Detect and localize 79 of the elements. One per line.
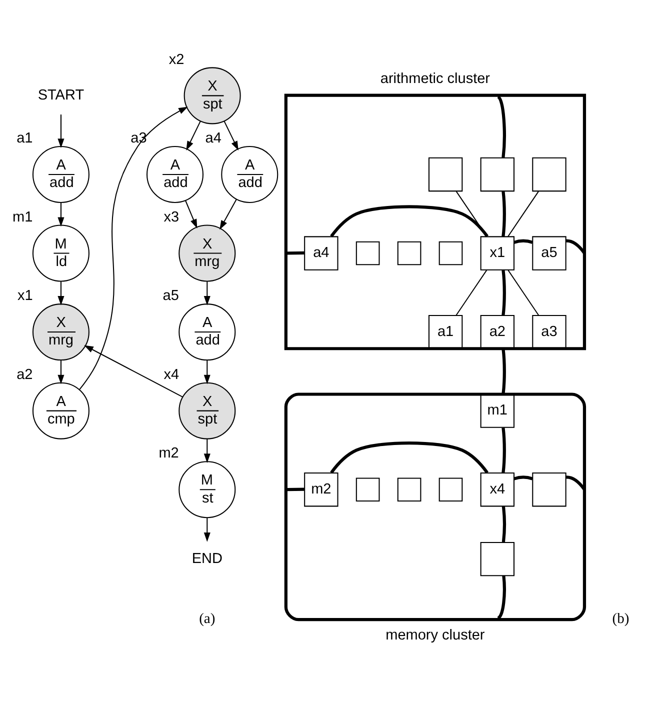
- node-label: x3: [164, 209, 180, 226]
- node-box: m1: [480, 394, 514, 428]
- node-box: [356, 478, 380, 502]
- node-label: a2: [16, 366, 33, 383]
- node-box: a3: [532, 314, 566, 350]
- arrow: [204, 360, 210, 384]
- node-box: [356, 241, 380, 266]
- node-box: [438, 241, 463, 266]
- node-label: m1: [12, 209, 33, 226]
- node-box: [397, 241, 422, 266]
- arrow: [220, 199, 237, 230]
- label: (b): [612, 611, 630, 628]
- node-label: a4: [205, 130, 222, 147]
- node-box: m2: [304, 472, 338, 507]
- node-box: [428, 157, 463, 192]
- arrow: [58, 114, 64, 148]
- connector: [514, 239, 533, 244]
- connector: [502, 270, 506, 316]
- label: (a): [199, 611, 216, 628]
- arrow: [79, 106, 188, 390]
- arrow: [204, 439, 210, 463]
- arrow: [186, 121, 201, 150]
- node-box: [397, 478, 422, 502]
- connector: [566, 476, 586, 490]
- node-circle: X spt: [178, 382, 236, 440]
- node-circle: X mrg: [32, 304, 90, 361]
- arrow: [58, 282, 64, 306]
- node-circle: X spt: [184, 67, 241, 124]
- arrow: [204, 282, 210, 306]
- node-box: x1: [480, 236, 514, 270]
- node-box: [480, 157, 514, 192]
- node-circle: A add: [32, 146, 90, 203]
- node-box: [532, 472, 566, 507]
- node-label: x1: [18, 288, 33, 304]
- node-circle: A add: [146, 146, 204, 203]
- connector: [497, 576, 506, 620]
- node-box: a4: [304, 236, 338, 270]
- node-text: START: [38, 88, 84, 104]
- node-circle: X mrg: [178, 224, 236, 282]
- arrow: [224, 121, 238, 150]
- connector: [330, 442, 488, 474]
- connector: [456, 270, 488, 316]
- connector: [508, 191, 539, 237]
- node-label: m2: [158, 446, 179, 462]
- node-circle: A add: [221, 146, 278, 203]
- node-circle: M st: [178, 461, 236, 518]
- node-label: a1: [16, 130, 33, 147]
- node-label: a5: [162, 288, 179, 304]
- node-box: [438, 478, 463, 502]
- node-label: memory cluster: [386, 627, 485, 644]
- node-label: x4: [164, 366, 180, 383]
- node-text: END: [192, 550, 222, 567]
- connector: [330, 205, 488, 238]
- connector: [502, 191, 506, 237]
- connector: [514, 476, 533, 480]
- node-label: x2: [168, 52, 184, 68]
- connector: [286, 488, 304, 492]
- connector: [502, 428, 506, 474]
- arrow: [204, 518, 210, 542]
- connector: [508, 270, 540, 316]
- node-box: x4: [480, 472, 514, 507]
- connector: [496, 96, 506, 158]
- connector: [286, 251, 304, 255]
- node-circle: A cmp: [32, 382, 90, 440]
- arrow: [185, 200, 198, 228]
- node-label: arithmetic cluster: [380, 71, 490, 88]
- node-box: a5: [532, 236, 566, 270]
- arrow: [84, 345, 183, 398]
- node-box: [532, 157, 566, 192]
- node-circle: M ld: [32, 224, 90, 282]
- connector: [502, 348, 506, 394]
- connector: [502, 506, 506, 542]
- node-box: [480, 542, 514, 576]
- arrow: [58, 202, 64, 227]
- node-box: a1: [428, 314, 463, 350]
- node-box: a2: [480, 314, 514, 350]
- node-circle: A add: [178, 304, 236, 361]
- arrow: [58, 360, 64, 384]
- connector: [566, 239, 586, 254]
